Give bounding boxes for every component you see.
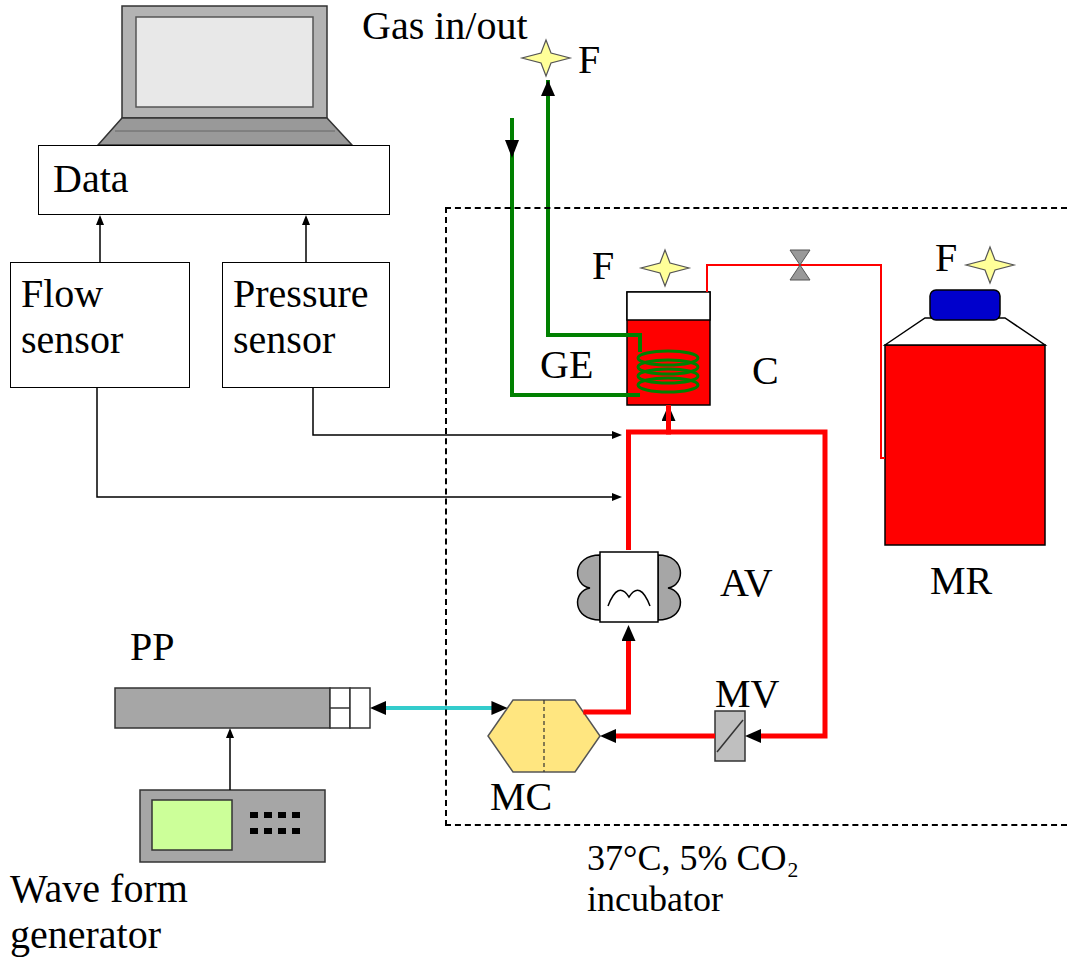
sensor-box: Pressure sensor (222, 262, 390, 388)
generator-device (140, 790, 325, 862)
filter-label: F (935, 238, 957, 278)
connector (707, 265, 885, 458)
part-label: GE (540, 345, 593, 385)
part-label: AV (720, 560, 773, 606)
part-label: MV (715, 671, 779, 717)
part-label: C (752, 348, 779, 394)
gas-in-arrow (505, 140, 519, 158)
filter-label: F (578, 40, 600, 80)
valve-symbol (715, 711, 745, 761)
valve-symbol (578, 552, 681, 622)
box-label: Data (53, 156, 375, 202)
connector (378, 706, 499, 710)
laptop-icon (98, 6, 352, 145)
filter-symbol (522, 40, 1014, 286)
clamp-valve (790, 250, 810, 280)
box-label: Pressure sensor (233, 271, 379, 363)
part-label: MR (930, 558, 992, 604)
connector (305, 220, 307, 262)
flow-tap-line (97, 388, 617, 497)
sensor-box: Flow sensor (10, 262, 190, 388)
connector (629, 413, 669, 550)
reservoir-bottle (885, 290, 1045, 545)
pump-body (115, 688, 370, 728)
connector (669, 405, 826, 736)
gas-exchange-coil (638, 351, 698, 392)
pump-node: PP (115, 688, 370, 728)
part-label: Wave form generator (10, 866, 250, 958)
connector (99, 220, 101, 262)
gas-lines (512, 80, 640, 395)
valve-node: AV (577, 550, 680, 625)
box-label: Flow sensor (21, 271, 179, 363)
reservoir-node: MR (885, 290, 1045, 545)
region-label: 37°C, 5% CO₂ incubator (587, 838, 887, 921)
ventricle-node: MC (488, 700, 600, 772)
part-label: MC (490, 774, 552, 820)
incubator-region: 37°C, 5% CO₂ incubatorCMRAVMVMC (445, 207, 1067, 826)
valve-node: MV (715, 711, 745, 761)
connector (583, 633, 628, 712)
chamber-node: C (627, 292, 710, 405)
mock-ventricle-shape (488, 700, 600, 772)
connector (608, 734, 715, 739)
data-box: Data (38, 145, 390, 215)
generator-node: Wave form generator (140, 790, 325, 862)
port-label: Gas in/out (362, 6, 528, 46)
connector (229, 733, 231, 790)
filter-label: F (592, 246, 614, 286)
gas-out-arrow (541, 80, 555, 96)
part-label: PP (130, 624, 175, 670)
